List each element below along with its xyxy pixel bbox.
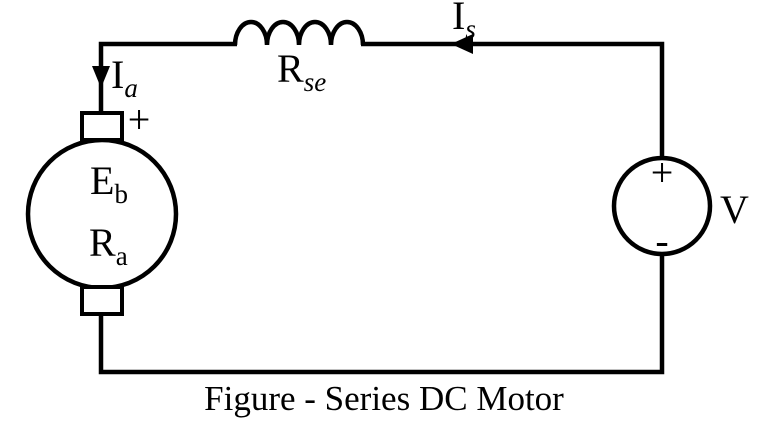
supply-current-symbol: I (452, 0, 466, 38)
armature-current-arrow-icon (92, 66, 110, 88)
series-field-resistance-subscript: se (303, 67, 327, 97)
series-field-resistance-label: Rse (277, 46, 326, 96)
armature-current-symbol: I (111, 52, 125, 97)
motor-brush-top (80, 111, 124, 142)
armature-resistance-symbol: R (89, 220, 116, 265)
armature-current-label: Ia (111, 52, 138, 102)
wire-top-right (361, 41, 665, 158)
wire-top-left (98, 41, 237, 116)
back-emf-label: Eb (90, 158, 128, 208)
armature-positive-terminal-sign: + (127, 97, 151, 142)
series-inductor-coil (232, 19, 366, 46)
voltage-source-circle (611, 155, 713, 257)
supply-current-subscript: s (465, 14, 476, 44)
supply-voltage-label: V (720, 187, 749, 232)
figure-caption: Figure - Series DC Motor (204, 379, 564, 418)
back-emf-subscript: b (114, 179, 128, 209)
motor-brush-bottom (80, 285, 124, 316)
source-negative-terminal-sign: - (655, 218, 669, 263)
armature-current-subscript: a (124, 73, 138, 103)
supply-current-label: Is (452, 0, 476, 43)
source-positive-terminal-sign: + (650, 150, 674, 195)
back-emf-symbol: E (90, 158, 115, 203)
armature-resistance-label: Ra (89, 220, 128, 270)
wire-bottom-loop (98, 254, 665, 375)
series-field-resistance-symbol: R (277, 46, 304, 91)
armature-resistance-subscript: a (115, 241, 128, 271)
supply-current-arrow-icon (451, 34, 473, 54)
